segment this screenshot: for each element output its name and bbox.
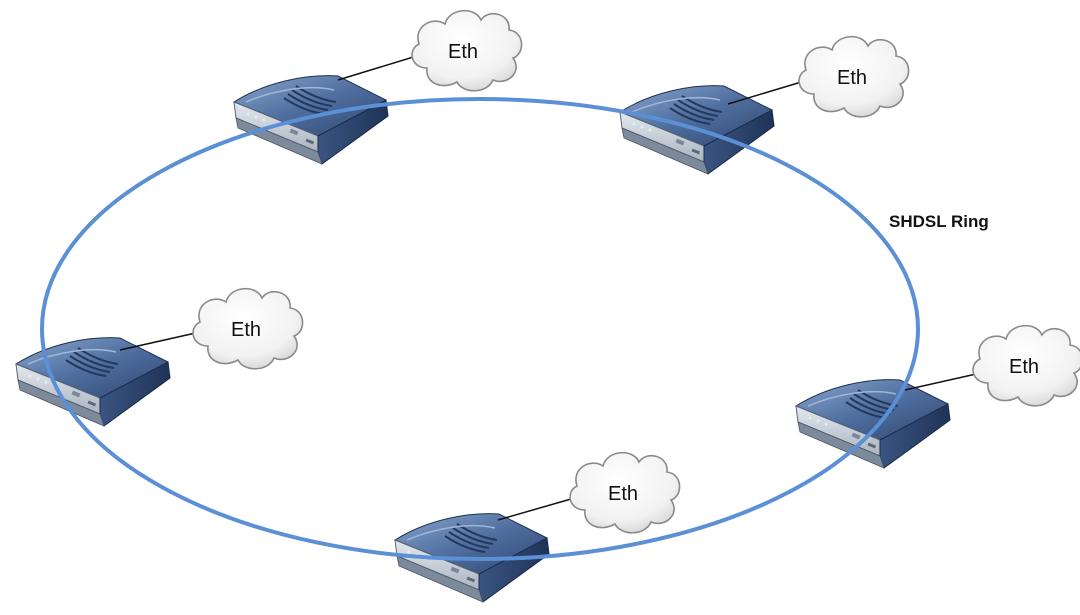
eth-label: Eth bbox=[231, 319, 261, 341]
shdsl-ring bbox=[40, 97, 920, 561]
eth-link-bottom bbox=[497, 496, 579, 521]
ring-label: SHDSL Ring bbox=[889, 212, 989, 231]
modem-top-left bbox=[233, 74, 389, 165]
eth-label: Eth bbox=[837, 67, 867, 89]
eth-cloud-left: Eth bbox=[192, 287, 304, 370]
eth-links bbox=[119, 54, 986, 521]
modem-left bbox=[15, 336, 171, 427]
eth-cloud-right: Eth bbox=[972, 324, 1080, 407]
eth-link-right bbox=[904, 371, 986, 391]
eth-label: Eth bbox=[448, 41, 478, 63]
eth-link-left bbox=[119, 331, 201, 351]
eth-link-top-right bbox=[727, 79, 809, 105]
eth-cloud-top-right: Eth bbox=[798, 35, 910, 118]
eth-label: Eth bbox=[1009, 356, 1039, 378]
eth-label: Eth bbox=[608, 483, 638, 505]
eth-cloud-bottom: Eth bbox=[569, 451, 681, 534]
modem-right bbox=[795, 378, 951, 469]
eth-link-top-left bbox=[337, 54, 421, 81]
eth-cloud-top-left: Eth bbox=[411, 9, 523, 92]
